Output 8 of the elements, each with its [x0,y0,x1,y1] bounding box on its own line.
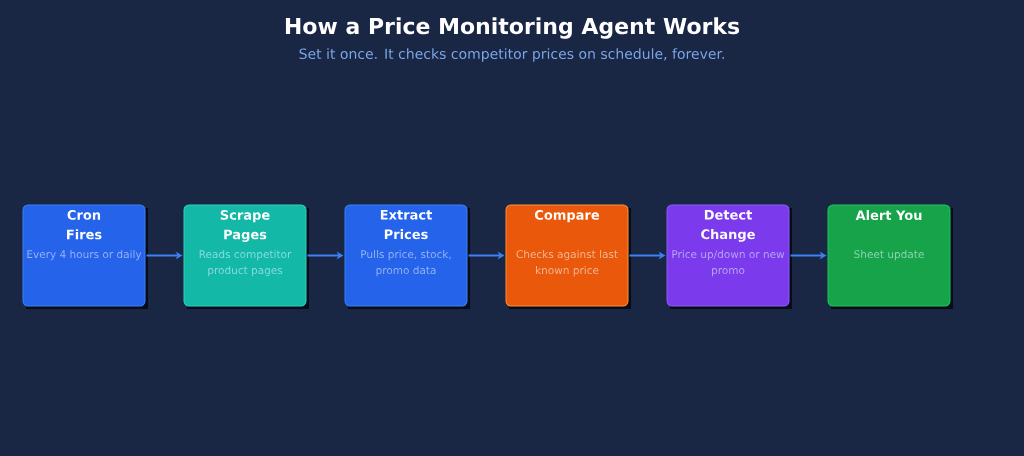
process-box: Cron Fires Every 4 hours or daily [22,204,148,309]
process-box: Compare Checks against last known price [505,204,631,309]
process-box: Detect Change Price up/down or new promo [666,204,792,309]
process-box: Scrape Pages Reads competitor product pages [183,204,309,309]
title: How a Price Monitoring Agent Works [285,17,740,39]
subtitle: Set it once. It checks competitor prices on schedule, forever. [299,48,724,62]
process-box: Alert You Sheet update [827,204,953,309]
process-box: Extract Prices Pulls price, stock, promo data [344,204,470,309]
